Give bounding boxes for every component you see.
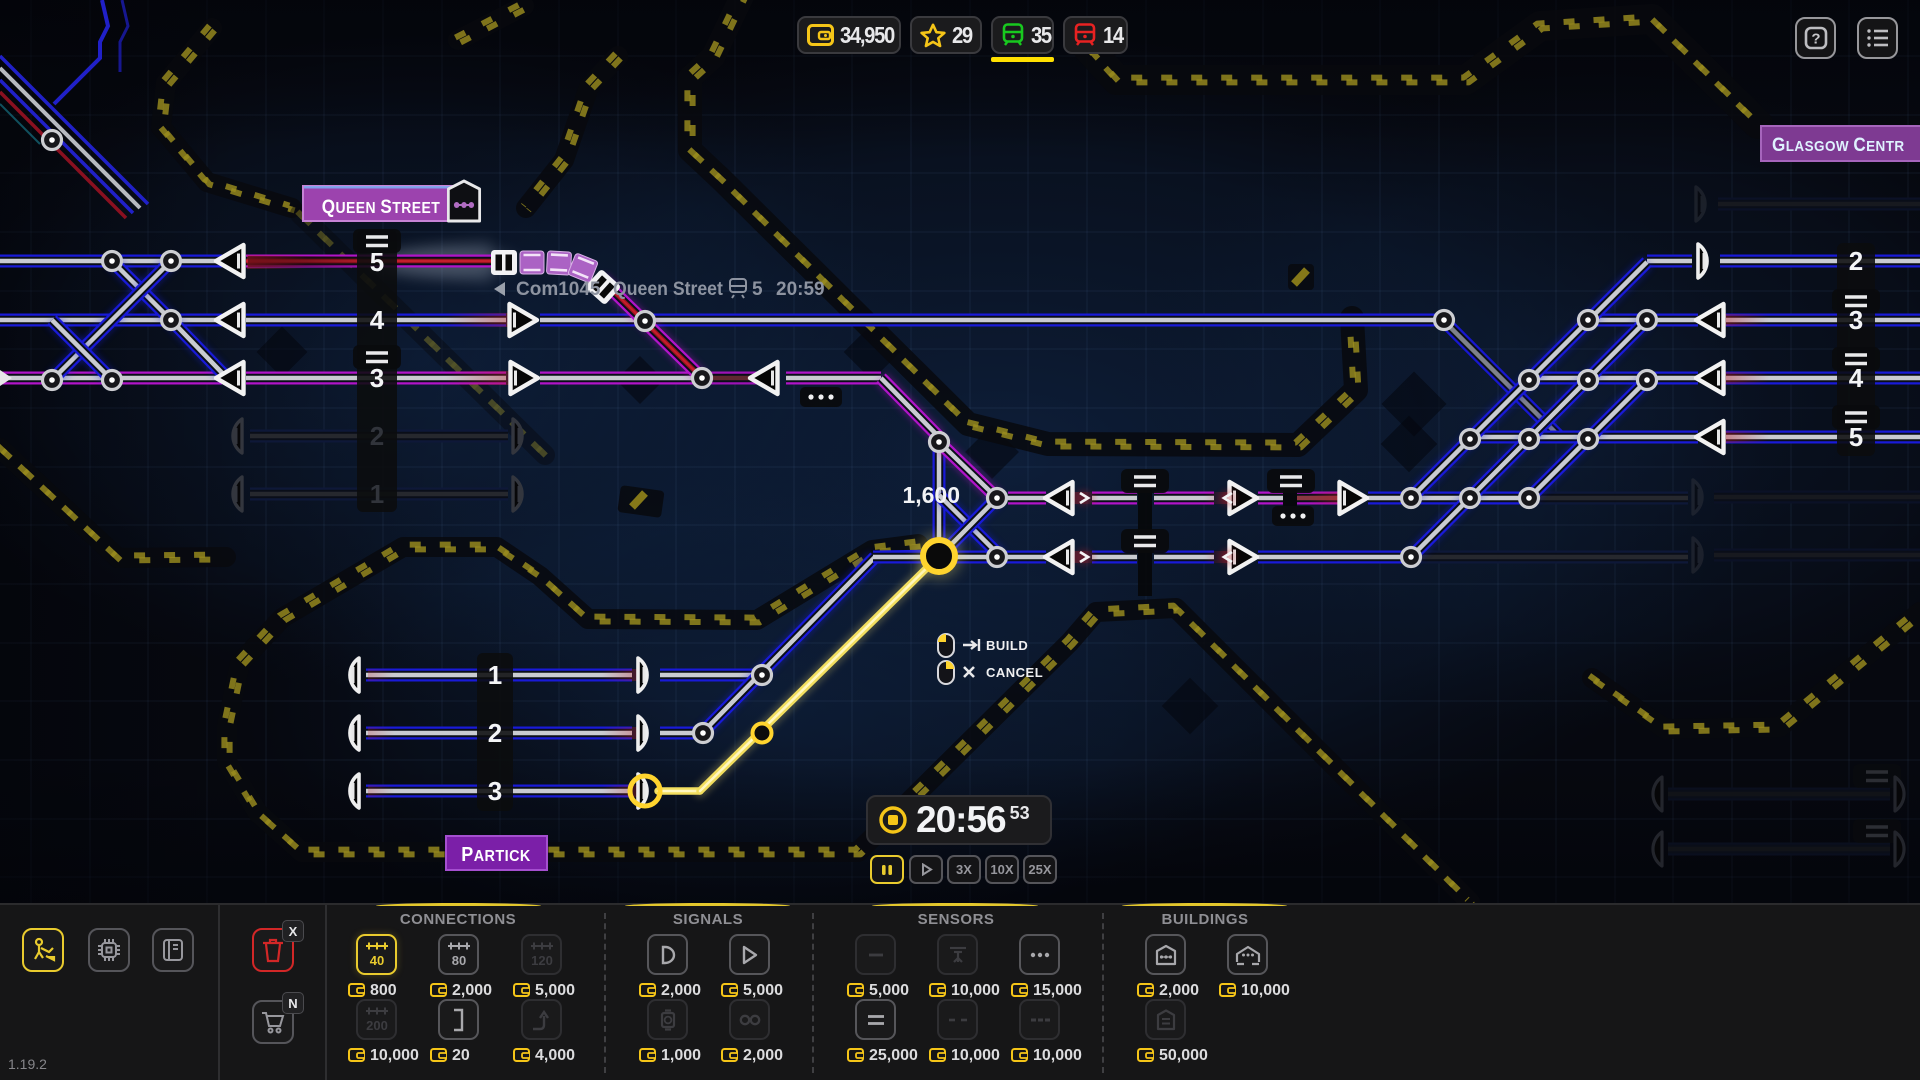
svg-text:20:59: 20:59 <box>776 279 825 300</box>
svg-text:GLASGOW CENTR: GLASGOW CENTR <box>1772 134 1905 155</box>
svg-text:PARTICK: PARTICK <box>461 844 531 866</box>
svg-text:BUILD: BUILD <box>986 638 1028 653</box>
svg-text:?: ? <box>1811 31 1820 48</box>
svg-text:40: 40 <box>369 953 383 968</box>
svg-text:2: 2 <box>488 718 502 748</box>
svg-text:QUEEN STREET: QUEEN STREET <box>322 196 440 217</box>
svg-text:CANCEL: CANCEL <box>986 665 1043 680</box>
svg-text:5: 5 <box>752 279 763 300</box>
svg-text:1,600: 1,600 <box>902 482 960 508</box>
svg-text:80: 80 <box>451 953 465 968</box>
svg-text:1: 1 <box>488 660 502 690</box>
svg-text:1: 1 <box>370 479 384 509</box>
svg-text:2: 2 <box>1849 246 1863 276</box>
svg-text:120: 120 <box>531 953 553 968</box>
svg-text:2: 2 <box>370 421 384 451</box>
svg-text:4: 4 <box>1849 363 1864 393</box>
svg-text:3: 3 <box>370 363 384 393</box>
svg-text:5: 5 <box>370 247 384 277</box>
svg-text:4: 4 <box>370 305 385 335</box>
svg-text:200: 200 <box>366 1018 388 1033</box>
svg-text:Com1045: Com1045 <box>516 279 601 300</box>
svg-text:5: 5 <box>1849 422 1863 452</box>
svg-text:3: 3 <box>1849 305 1863 335</box>
svg-text:3: 3 <box>488 776 502 806</box>
svg-text:Queen Street: Queen Street <box>613 277 723 299</box>
